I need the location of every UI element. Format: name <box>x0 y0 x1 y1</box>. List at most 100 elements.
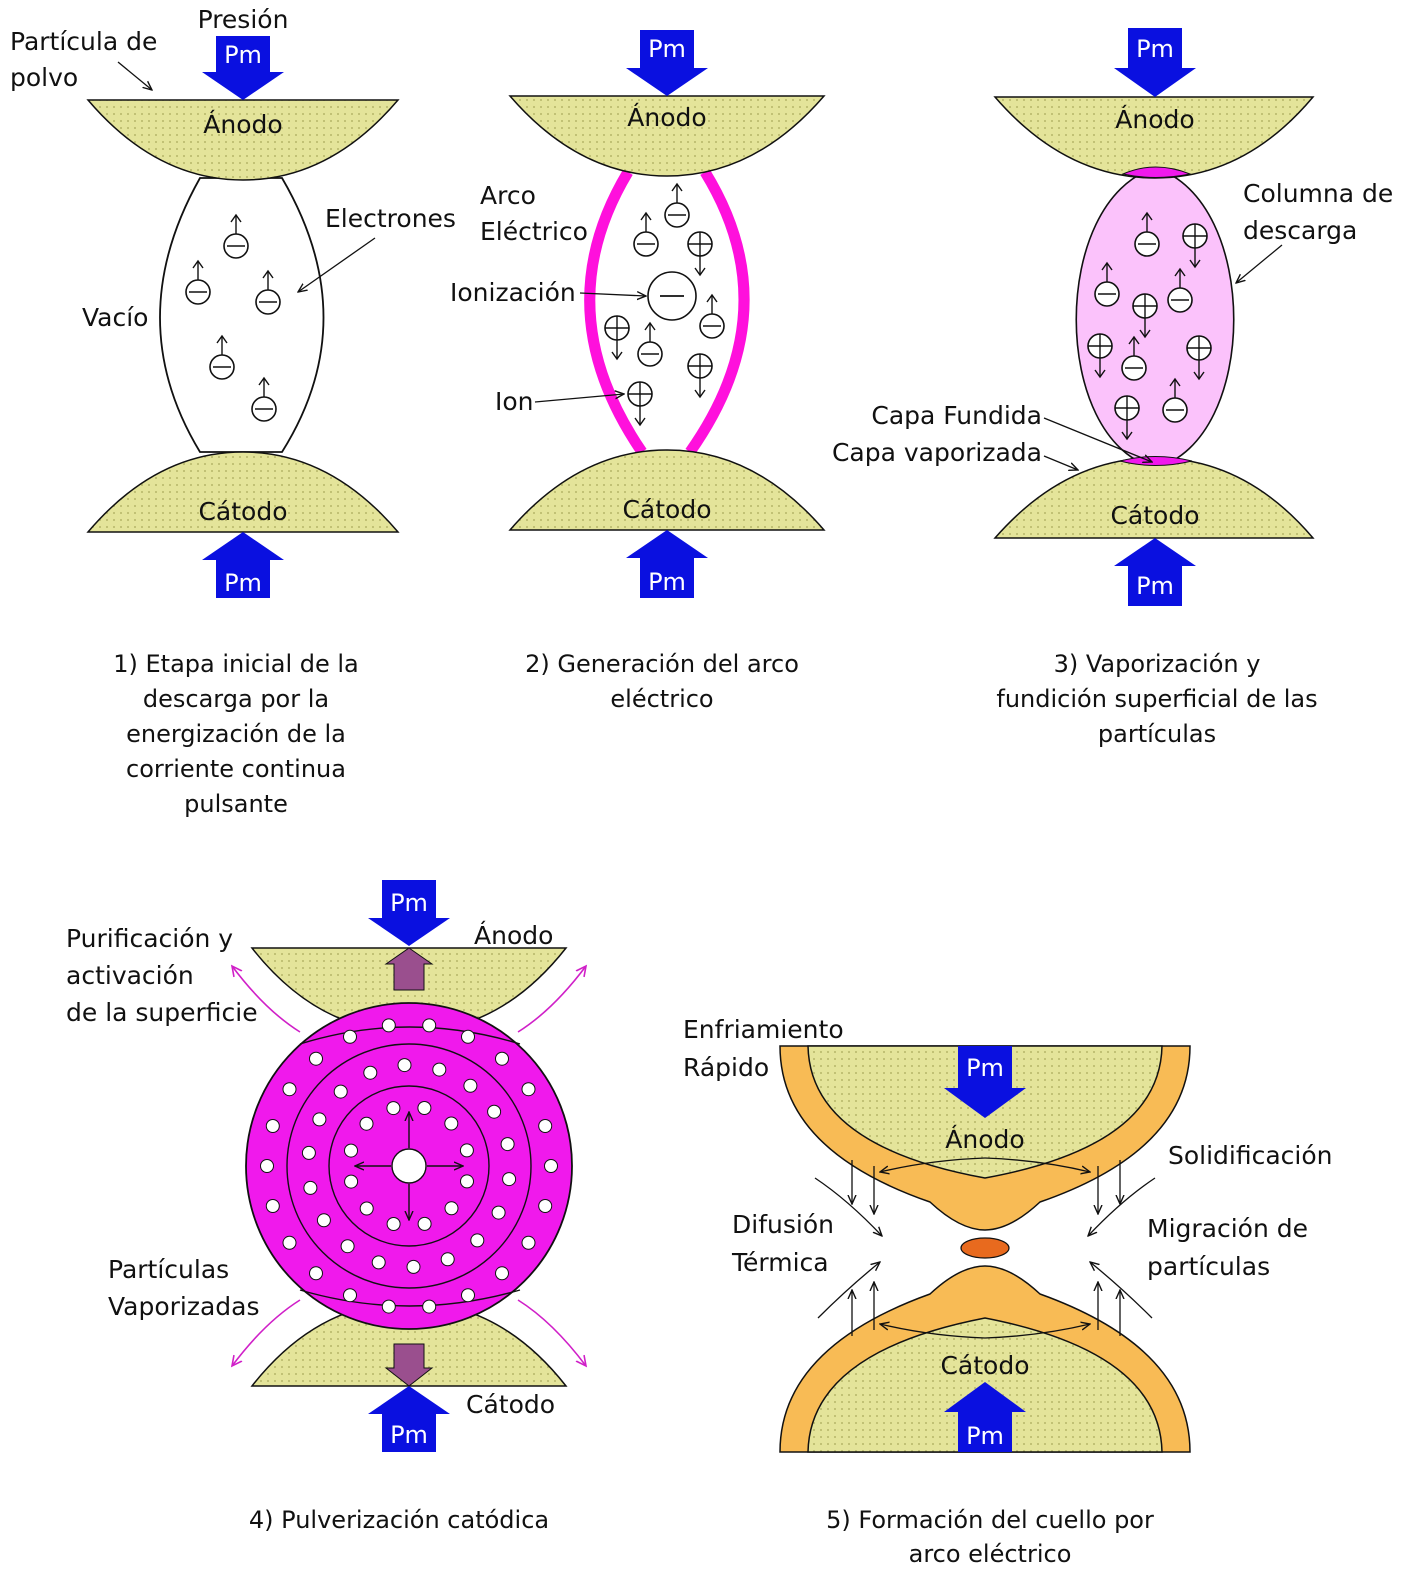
vaporized-particle <box>310 1052 323 1065</box>
pm-top-label: Pm <box>390 889 428 917</box>
vaporized-particle <box>266 1200 279 1213</box>
vaporized-particle <box>461 1175 474 1188</box>
vaporized-particle <box>462 1289 475 1302</box>
vaporized-particles-label: PartículasVaporizadas <box>108 1255 260 1321</box>
pressure-label: Presión <box>198 5 289 34</box>
vaporized-particle <box>360 1117 373 1130</box>
vaporized-particle <box>345 1144 358 1157</box>
cathode-label: Cátodo <box>466 1390 555 1419</box>
pm-top-label: Pm <box>966 1054 1004 1082</box>
vaporized-particle <box>387 1218 400 1231</box>
discharge-column <box>1076 168 1234 468</box>
vaporized-particle <box>283 1083 296 1096</box>
vaporized-particle <box>522 1236 535 1249</box>
caption-2: 2) Generación del arcoeléctrico <box>525 650 799 713</box>
vaporized-particle <box>418 1102 431 1115</box>
cathode-label: Cátodo <box>1110 501 1199 530</box>
vaporized-particle <box>503 1173 516 1186</box>
anode-label: Ánodo <box>945 1125 1024 1154</box>
vaporized-layer-label: Capa vaporizada <box>832 438 1042 467</box>
vaporized-particle <box>407 1260 420 1273</box>
solidification-label: Solidificación <box>1168 1141 1333 1170</box>
cathode-label: Cátodo <box>940 1351 1029 1380</box>
pm-top-label: Pm <box>648 35 686 63</box>
vaporized-particle <box>545 1160 558 1173</box>
ionization-electron-icon <box>648 272 696 320</box>
vaporized-particle <box>522 1083 535 1096</box>
center-void <box>392 1149 426 1183</box>
vaporized-particle <box>364 1066 377 1079</box>
anode-label: Ánodo <box>1115 105 1194 134</box>
neck-contact <box>961 1238 1009 1258</box>
vaporized-particle <box>387 1102 400 1115</box>
vaporized-particle <box>283 1236 296 1249</box>
pm-bottom-label: Pm <box>390 1421 428 1449</box>
vaporized-particle <box>304 1181 317 1194</box>
vaporized-particle <box>372 1256 385 1269</box>
vaporized-particle <box>334 1085 347 1098</box>
vaporized-particle <box>460 1144 473 1157</box>
vaporized-particle <box>360 1202 373 1215</box>
cathode-label: Cátodo <box>622 495 711 524</box>
electric-arc-label: ArcoEléctrico <box>480 181 588 246</box>
vacuum-region <box>160 178 324 452</box>
pm-top-label: Pm <box>1136 35 1174 63</box>
vaporized-particle <box>445 1117 458 1130</box>
vaporized-particle <box>433 1063 446 1076</box>
vaporized-particle <box>471 1234 484 1247</box>
vaporized-particle <box>492 1206 505 1219</box>
vaporized-particle <box>418 1217 431 1230</box>
vaporized-particle <box>464 1079 477 1092</box>
pm-bottom-label: Pm <box>224 569 262 597</box>
anode-label: Ánodo <box>203 110 282 139</box>
vaporized-particle <box>317 1214 330 1227</box>
panel-1: Pm Pm Presión Partícula depolvo Ánodo Cá… <box>10 5 456 818</box>
vaporized-particle <box>313 1113 326 1126</box>
caption-4: 4) Pulverización catódica <box>249 1506 549 1534</box>
vaporized-particle <box>423 1019 436 1032</box>
vaporized-particle <box>341 1240 354 1253</box>
vaporized-particle <box>488 1105 501 1118</box>
molten-layer-label: Capa Fundida <box>871 401 1042 430</box>
anode-label: Ánodo <box>627 103 706 132</box>
vaporized-particle <box>310 1267 323 1280</box>
vaporized-particle <box>382 1019 395 1032</box>
vacuum-label: Vacío <box>82 303 148 332</box>
vaporized-particle <box>501 1138 514 1151</box>
vaporized-particle <box>302 1146 315 1159</box>
vaporized-particle <box>423 1300 436 1313</box>
vaporized-particle <box>445 1202 458 1215</box>
vaporized-particle <box>382 1300 395 1313</box>
vaporized-particle <box>539 1200 552 1213</box>
pm-top-label: Pm <box>224 41 262 69</box>
vaporized-particle <box>344 1030 357 1043</box>
vaporized-particle <box>496 1267 509 1280</box>
vaporized-particle <box>344 1289 357 1302</box>
pm-bottom-label: Pm <box>648 568 686 596</box>
electrons-label: Electrones <box>325 204 456 233</box>
vaporized-particle <box>496 1052 509 1065</box>
vaporized-particle <box>398 1059 411 1072</box>
anode-label: Ánodo <box>474 921 553 950</box>
vaporized-particle <box>539 1120 552 1133</box>
pm-bottom-label: Pm <box>1136 572 1174 600</box>
vaporized-particle <box>462 1030 475 1043</box>
vaporized-particle <box>266 1120 279 1133</box>
vaporized-particle <box>261 1160 274 1173</box>
cathode-label: Cátodo <box>198 497 287 526</box>
pm-bottom-label: Pm <box>966 1422 1004 1450</box>
vaporized-particle <box>345 1175 358 1188</box>
ionization-label: Ionización <box>450 278 576 307</box>
